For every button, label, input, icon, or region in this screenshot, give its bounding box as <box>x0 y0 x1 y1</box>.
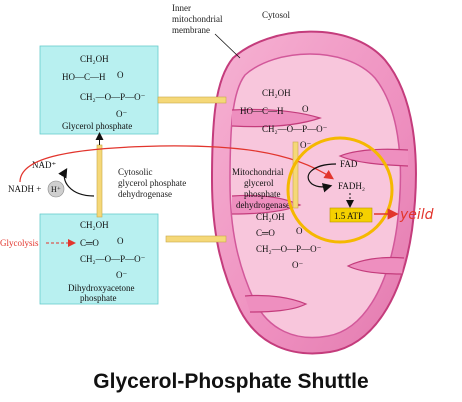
nadh-label: NADH + <box>8 184 41 194</box>
svg-text:CH₂—O—P—O⁻: CH₂—O—P—O⁻ <box>80 254 146 264</box>
svg-text:O: O <box>302 104 309 114</box>
svg-text:O⁻: O⁻ <box>116 270 127 280</box>
svg-text:HO—C—H: HO—C—H <box>240 106 284 116</box>
svg-text:CH₂OH: CH₂OH <box>80 54 109 64</box>
inner-membrane-pointer <box>214 33 241 59</box>
nad-plus-label: NAD⁺ <box>32 160 56 170</box>
svg-text:O⁻: O⁻ <box>292 260 303 270</box>
svg-text:CH₂—O—P—O⁻: CH₂—O—P—O⁻ <box>80 92 146 102</box>
svg-text:O⁻: O⁻ <box>116 109 127 119</box>
handwritten-yield-note: yeild <box>399 207 434 223</box>
dhap-box <box>39 213 159 305</box>
svg-text:O⁻: O⁻ <box>300 140 311 150</box>
cytosolic-enzyme-bar <box>96 144 103 218</box>
svg-text:O: O <box>117 236 124 246</box>
nad-cycle-arrow <box>58 167 95 197</box>
mito-dhap-structure: CH₂OH C═O O CH₂—O—P—O⁻ O⁻ <box>256 212 322 270</box>
glycerol-phosphate-structure: CH₂OH HO—C—H O CH₂—O—P—O⁻ O⁻ <box>62 54 146 119</box>
svg-text:C═O: C═O <box>256 228 275 238</box>
mito-enzyme-bar <box>292 141 299 209</box>
dhap-label: Dihydroxyacetone phosphate <box>68 283 137 303</box>
mito-enzyme-label: Mitochondrial glycerol phosphate dehydro… <box>232 167 290 210</box>
svg-text:CH₂OH: CH₂OH <box>80 220 109 230</box>
diagram-title: Glycerol-Phosphate Shuttle <box>93 370 368 393</box>
atp-box <box>329 207 373 223</box>
fadh2-label: FADH₂ <box>338 181 365 191</box>
mito-glycerol-phosphate-structure: CH₂OH HO—C—H O CH₂—O—P—O⁻ O⁻ <box>240 88 328 150</box>
atp-label: 1.5 ATP <box>334 211 363 221</box>
svg-text:CH₂—O—P—O⁻: CH₂—O—P—O⁻ <box>262 124 328 134</box>
cytosol-label: Cytosol <box>262 10 291 20</box>
dhap-structure: CH₂OH C═O O CH₂—O—P—O⁻ O⁻ <box>80 220 146 280</box>
svg-text:HO—C—H: HO—C—H <box>62 72 106 82</box>
glycerol-phosphate-label: Glycerol phosphate <box>62 121 132 131</box>
svg-text:CH₂OH: CH₂OH <box>256 212 285 222</box>
shuttle-bar-top <box>157 96 227 104</box>
glycolysis-label: Glycolysis <box>0 238 39 248</box>
mitochondrion <box>210 30 417 355</box>
cytosolic-enzyme-label: Cytosolic glycerol phosphate dehydrogena… <box>118 167 188 199</box>
highlight-circle <box>286 136 394 244</box>
glycerol-phosphate-box <box>39 45 159 135</box>
fad-label: FAD <box>340 159 358 169</box>
svg-text:O: O <box>296 226 303 236</box>
electron-path-arrow <box>19 145 334 183</box>
inner-membrane-label: Inner mitochondrial membrane <box>172 3 225 35</box>
svg-text:CH₂OH: CH₂OH <box>262 88 291 98</box>
svg-text:C═O: C═O <box>80 238 99 248</box>
svg-text:CH₂—O—P—O⁻: CH₂—O—P—O⁻ <box>256 244 322 254</box>
h-plus-circle <box>47 180 65 198</box>
h-plus-label: H⁺ <box>51 185 61 194</box>
shuttle-bar-bottom <box>165 235 227 243</box>
svg-text:O: O <box>117 70 124 80</box>
fad-arrow <box>307 163 337 193</box>
